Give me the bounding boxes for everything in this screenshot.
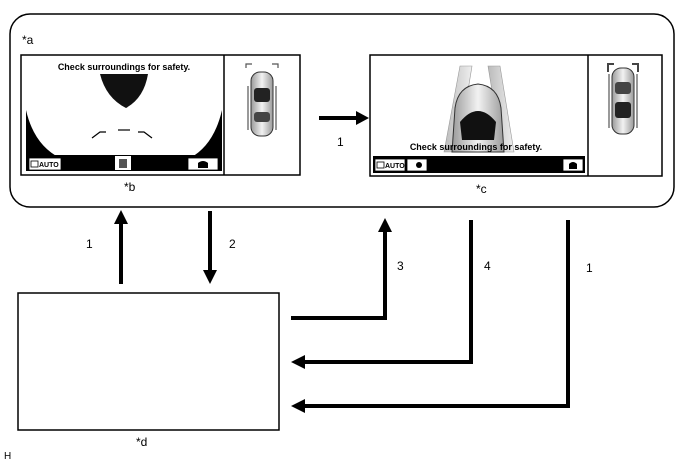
auto-button-c-label: AUTO: [385, 163, 405, 170]
screen-c-message: Check surroundings for safety.: [410, 142, 542, 152]
camera-icon-c: [376, 161, 385, 169]
figure-code: H: [4, 451, 11, 462]
arrow-c-to-d-4-label: 4: [484, 259, 491, 273]
arrow-c-to-d-1: [291, 220, 570, 413]
arrow-b-to-c: [319, 111, 369, 125]
car-front-icon: [198, 161, 208, 168]
car-front-icon-c: [569, 162, 577, 169]
screen-b: Check surroundings for safety. AUTO: [20, 54, 301, 176]
label-a: *a: [22, 33, 34, 47]
arrow-c-to-d-4: [291, 220, 473, 369]
screen-c: Check surroundings for safety. AUTO: [369, 54, 663, 177]
label-d: *d: [136, 435, 147, 449]
hood-shape: [100, 74, 148, 108]
car-overview-b: [245, 63, 279, 137]
screen-d-box: [17, 292, 280, 431]
label-c: *c: [476, 182, 487, 196]
arrow-b-to-d-label: 2: [229, 237, 236, 251]
arrow-d-to-b: [114, 210, 128, 284]
screen-b-message: Check surroundings for safety.: [58, 62, 190, 72]
arrow-d-to-b-label: 1: [86, 237, 93, 251]
arrow-b-to-c-label: 1: [337, 135, 344, 149]
car-overview-c: [607, 63, 639, 135]
auto-button-b-label: AUTO: [39, 162, 59, 169]
view-switch-icon: [416, 162, 422, 168]
arrow-c-to-d-1-label: 1: [586, 261, 593, 275]
arrow-d-to-c: [291, 218, 392, 320]
camera-icon: [30, 160, 39, 168]
arrow-b-to-d: [203, 211, 217, 284]
label-b: *b: [124, 180, 136, 194]
arrow-d-to-c-label: 3: [397, 259, 404, 273]
